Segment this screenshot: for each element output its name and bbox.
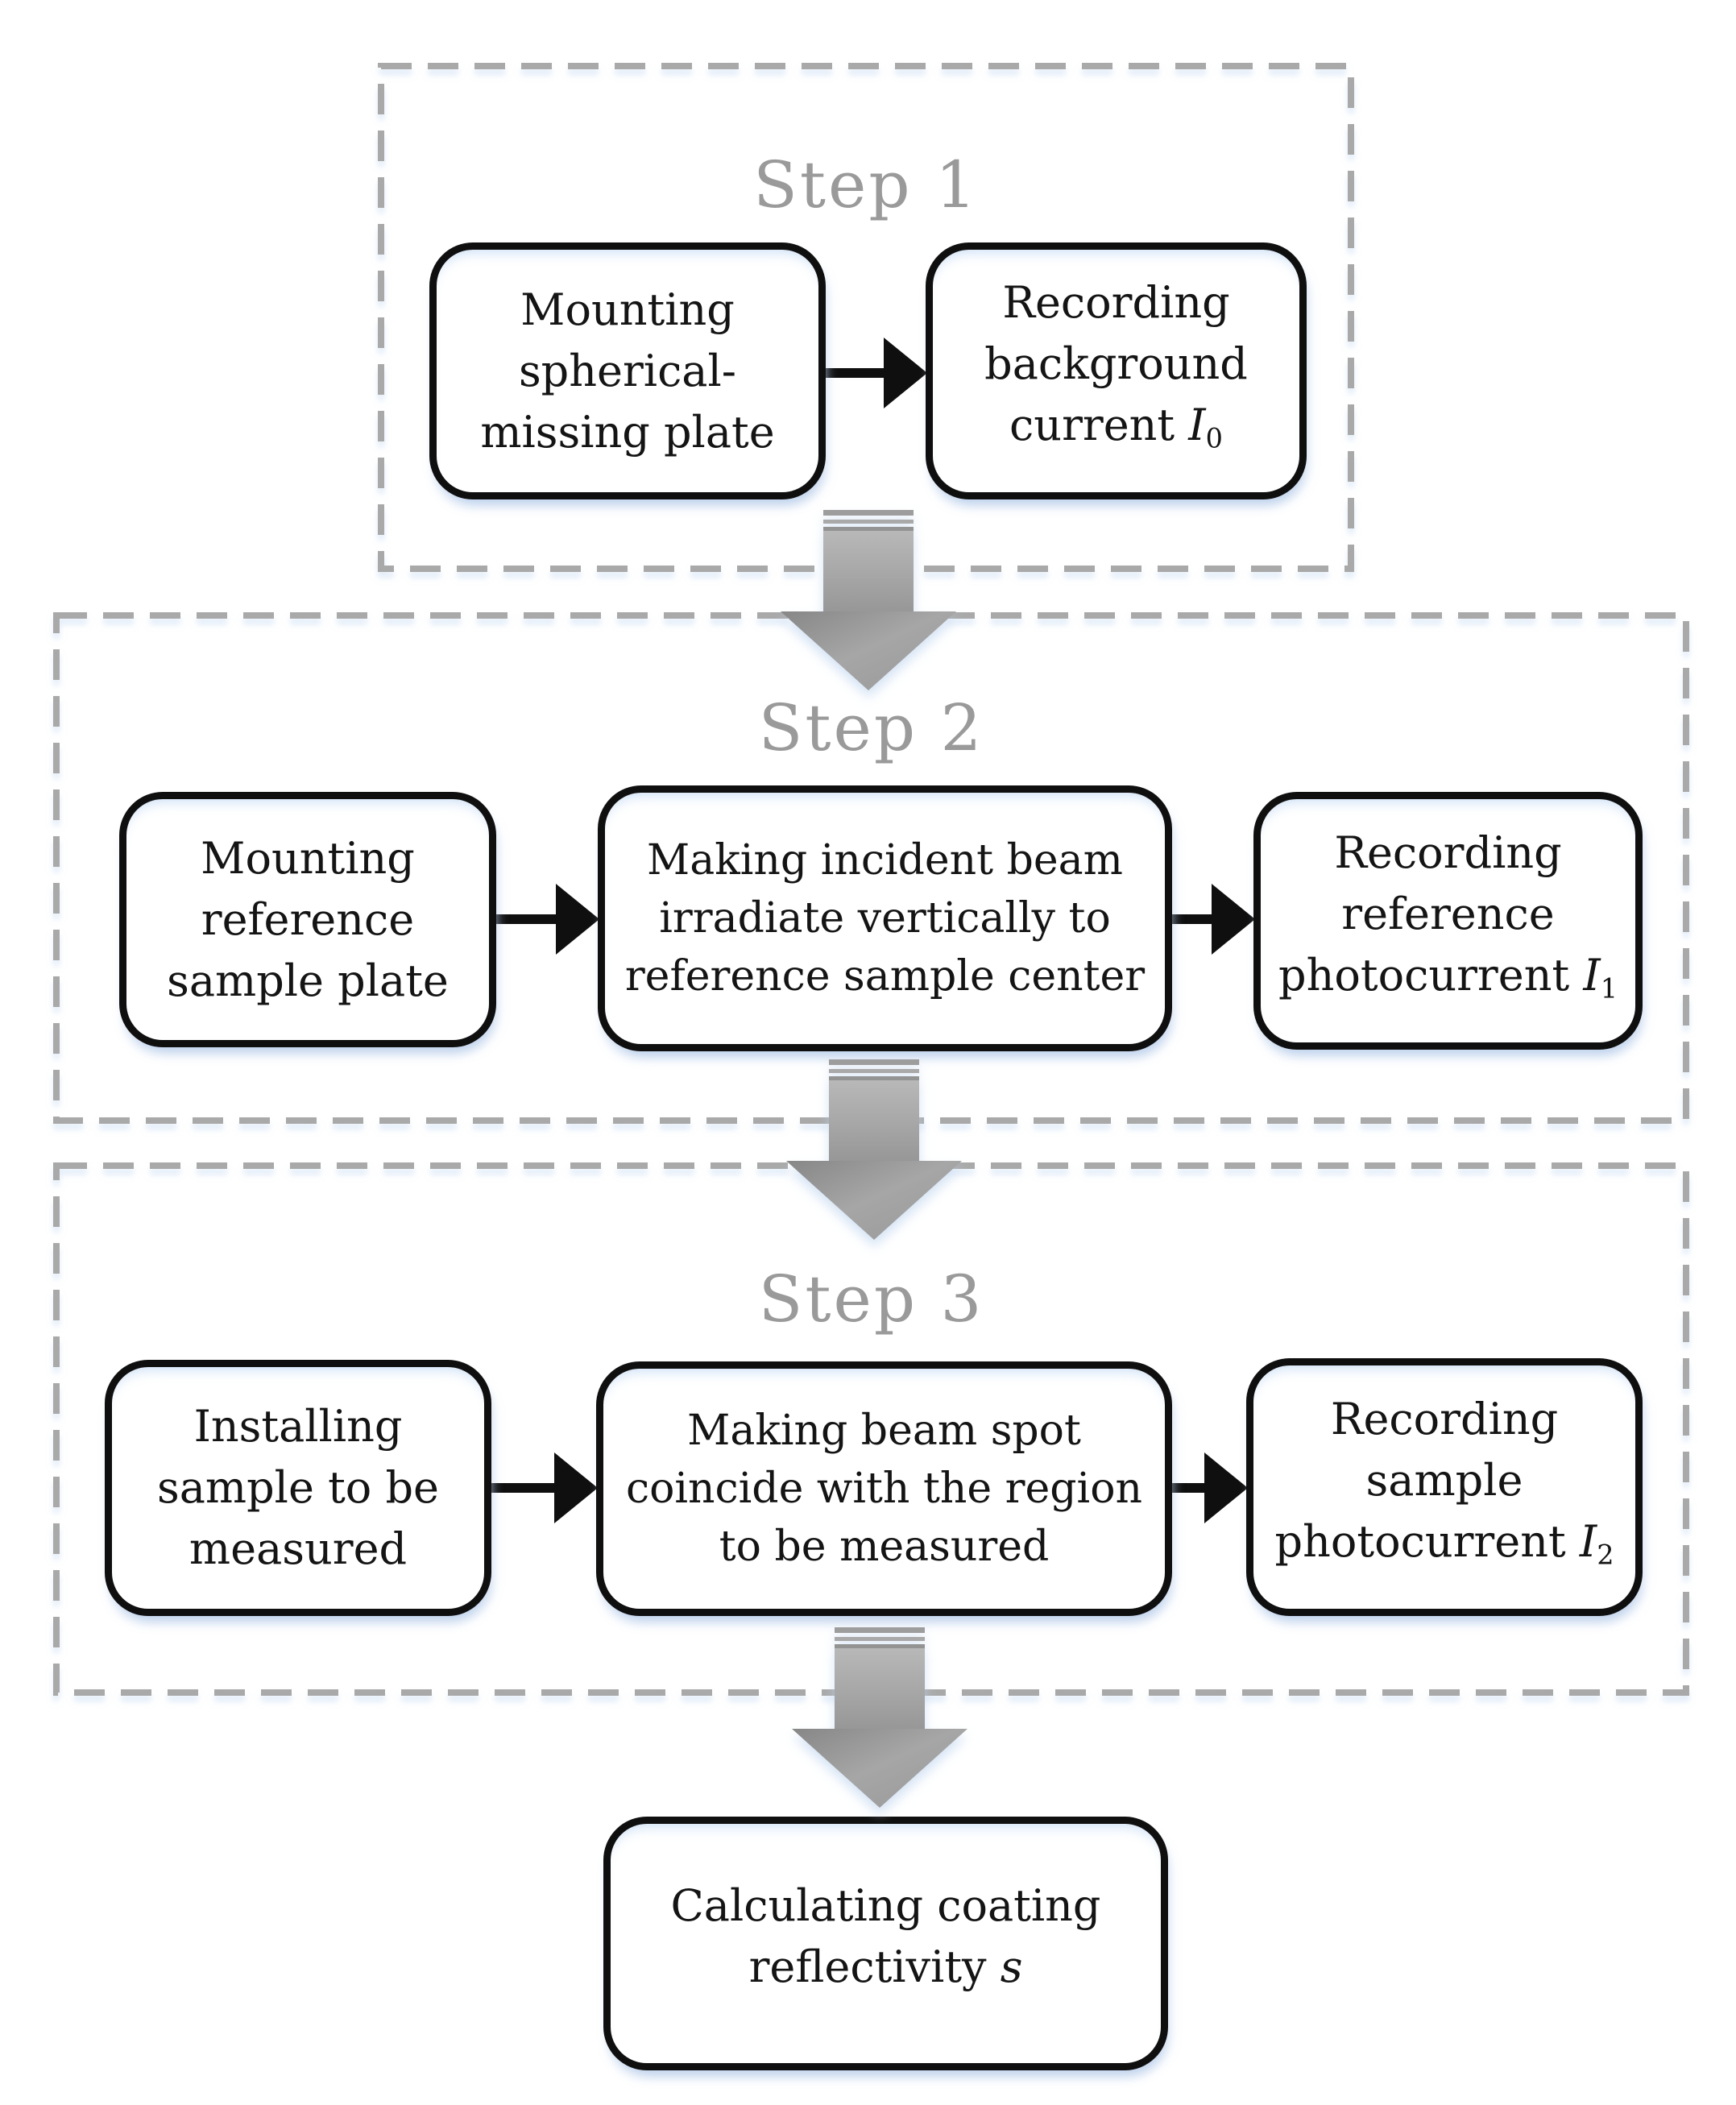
box-text-line: coincide with the region: [626, 1465, 1142, 1513]
arrow-line: [1169, 1483, 1211, 1493]
step-1-label: Step 1: [753, 147, 979, 222]
symbol-I0: I: [1188, 400, 1206, 451]
box-recording-background-current: Recording background current I0: [926, 242, 1307, 499]
step-3-label: Step 3: [758, 1262, 984, 1336]
box-text-line: sample: [1365, 1454, 1523, 1506]
arrow-line: [493, 914, 562, 924]
box-text-line: measured: [189, 1523, 408, 1574]
box-making-beam-spot-coincide: Making beam spot coincide with the regio…: [596, 1361, 1172, 1616]
box-text-line: reference: [201, 893, 415, 945]
box-text-line: Making beam spot: [687, 1407, 1081, 1455]
box-text-line: missing plate: [480, 406, 775, 458]
arrow-line: [1169, 914, 1218, 924]
box-text-line: background: [984, 338, 1248, 390]
box-text-line: Installing: [193, 1401, 403, 1452]
box-text-line: reflectivity s: [748, 1941, 1023, 1993]
box-text-line: Recording: [1330, 1393, 1559, 1444]
box-text-line: photocurrent I2: [1274, 1515, 1614, 1571]
arrow-step1-to-step2-icon: [781, 510, 956, 690]
arrow-stacked-lines: [823, 510, 914, 531]
box-mounting-spherical-missing-plate: Mounting spherical- missing plate: [429, 242, 826, 499]
box-text-line: reference sample center: [624, 952, 1146, 1001]
box-making-incident-beam: Making incident beam irradiate verticall…: [598, 785, 1172, 1051]
box-text-line: reference: [1341, 888, 1555, 939]
box-text-line: Recording: [1334, 827, 1562, 878]
symbol-I2: I: [1579, 1515, 1597, 1567]
box-text-line: Making incident beam: [647, 836, 1123, 885]
step-2-label: Step 2: [758, 690, 984, 765]
arrow-step3-to-final-icon: [792, 1627, 967, 1808]
step-1-group: Step 1: [378, 63, 1354, 572]
arrow-line: [488, 1483, 561, 1493]
arrow-stacked-lines: [829, 1059, 919, 1080]
arrow-stacked-lines: [835, 1627, 925, 1648]
box-text-line: spherical-: [518, 345, 737, 396]
box-text-line: irradiate vertically to: [659, 894, 1111, 943]
box-text-line: Calculating coating: [670, 1880, 1101, 1932]
box-text-line: current I0: [1009, 400, 1223, 454]
symbol-s: s: [1000, 1941, 1023, 1993]
arrow-line: [822, 368, 890, 378]
box-text-line: sample plate: [167, 955, 449, 1006]
box-mounting-reference-sample-plate: Mounting reference sample plate: [119, 792, 496, 1047]
box-calculating-coating-reflectivity: Calculating coating reflectivity s: [603, 1817, 1168, 2070]
box-text-line: to be measured: [719, 1523, 1050, 1571]
box-installing-sample: Installing sample to be measured: [105, 1360, 491, 1616]
step-1-dashed-border: [378, 63, 1354, 572]
box-text-line: Mounting: [520, 284, 735, 335]
box-text-line: Recording: [1002, 277, 1230, 329]
box-text-line: Mounting: [201, 832, 415, 884]
box-recording-sample-photocurrent: Recording sample photocurrent I2: [1246, 1358, 1643, 1616]
box-text-line: sample to be: [157, 1462, 439, 1513]
symbol-I1: I: [1583, 949, 1601, 1001]
arrow-step2-to-step3-icon: [786, 1059, 962, 1240]
box-recording-reference-photocurrent: Recording reference photocurrent I1: [1253, 792, 1643, 1050]
box-text-line: photocurrent I1: [1278, 949, 1618, 1005]
